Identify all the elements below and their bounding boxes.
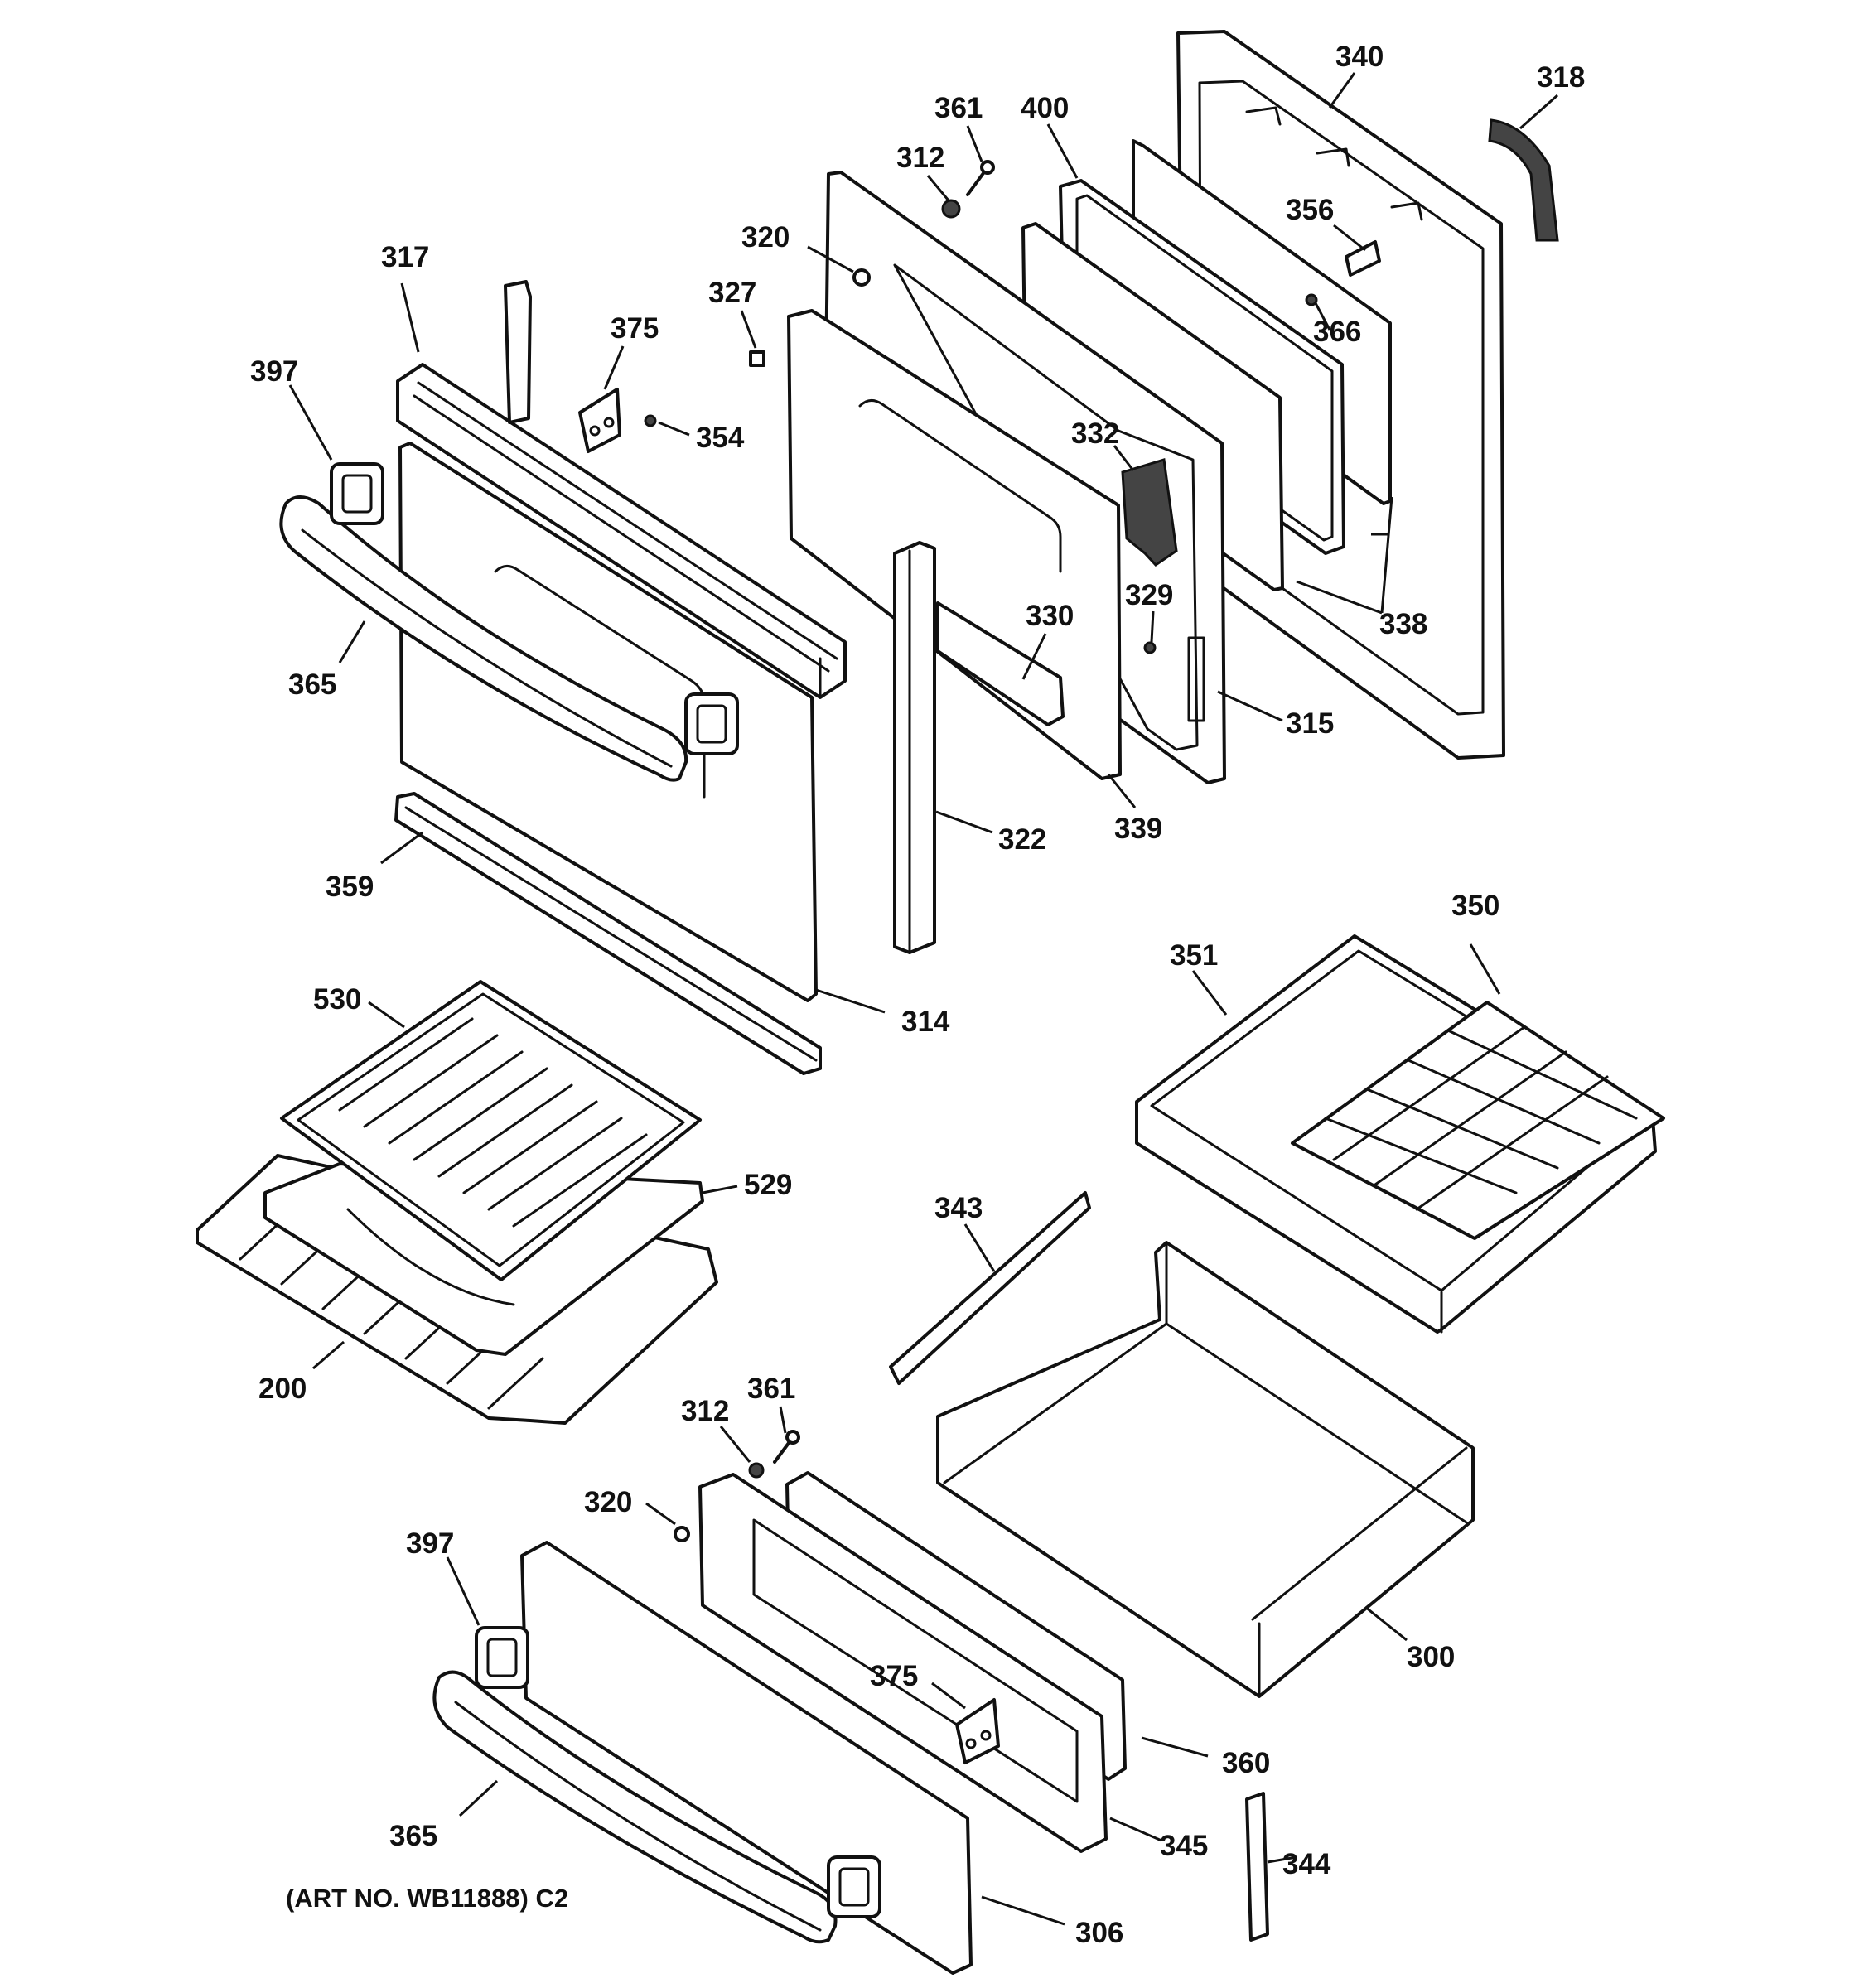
label-354: 354 bbox=[696, 422, 745, 454]
label-327: 327 bbox=[708, 277, 756, 309]
label-312: 312 bbox=[896, 142, 944, 174]
part-350-drawer-rack bbox=[1291, 1001, 1665, 1240]
part-318-gasket bbox=[1488, 118, 1559, 242]
label-375: 375 bbox=[611, 312, 659, 345]
label-360: 360 bbox=[1222, 1747, 1270, 1779]
label-332: 332 bbox=[1071, 417, 1119, 450]
label-315: 315 bbox=[1286, 707, 1334, 740]
part-366-screw bbox=[1305, 293, 1318, 306]
label-318: 318 bbox=[1537, 61, 1585, 94]
part-312-washer-upper bbox=[941, 199, 961, 219]
label-397: 397 bbox=[250, 355, 298, 388]
label-338: 338 bbox=[1379, 608, 1427, 640]
part-359-door-bottom-trim bbox=[394, 792, 822, 1075]
label-529: 529 bbox=[744, 1169, 792, 1201]
part-397-end-cap-upper-right bbox=[684, 692, 739, 755]
part-343-drawer-slide bbox=[889, 1191, 1091, 1385]
part-361-screw-upper bbox=[966, 160, 995, 196]
part-397-end-cap-lower-left bbox=[475, 1626, 529, 1689]
label-320-lower: 320 bbox=[584, 1486, 632, 1518]
label-361: 361 bbox=[934, 92, 983, 124]
label-361-lower: 361 bbox=[747, 1373, 795, 1405]
label-312-lower: 312 bbox=[681, 1395, 729, 1427]
part-397-end-cap-upper-left bbox=[330, 462, 384, 525]
part-322-door-channel bbox=[893, 541, 936, 954]
part-365-drawer-handle-lower bbox=[432, 1670, 838, 1944]
label-356: 356 bbox=[1286, 194, 1334, 226]
label-340: 340 bbox=[1335, 41, 1384, 73]
art-number: (ART NO. WB11888) C2 bbox=[286, 1884, 568, 1913]
part-317-side-strip bbox=[504, 280, 532, 424]
label-330: 330 bbox=[1026, 600, 1074, 632]
part-320-bushing-lower bbox=[674, 1526, 690, 1542]
part-300-drawer-body bbox=[936, 1241, 1475, 1698]
part-317-vent-trim bbox=[396, 363, 847, 699]
label-317: 317 bbox=[381, 241, 429, 273]
label-400: 400 bbox=[1021, 92, 1069, 124]
label-365-lower: 365 bbox=[389, 1820, 437, 1852]
part-356-hinge-clip bbox=[1345, 240, 1381, 277]
label-530: 530 bbox=[313, 983, 361, 1016]
part-329-screw bbox=[1143, 641, 1157, 654]
label-365: 365 bbox=[288, 668, 336, 701]
label-339: 339 bbox=[1114, 813, 1162, 845]
label-314: 314 bbox=[901, 1006, 950, 1038]
part-397-end-cap-lower-right bbox=[827, 1855, 881, 1918]
label-306: 306 bbox=[1075, 1917, 1123, 1949]
label-397-lower: 397 bbox=[406, 1527, 454, 1560]
label-322: 322 bbox=[998, 823, 1046, 856]
part-labels: 340 318 361 400 312 356 320 317 327 366 … bbox=[250, 41, 1585, 1949]
label-351: 351 bbox=[1170, 939, 1218, 972]
part-344-drawer-stop bbox=[1245, 1792, 1269, 1942]
label-375-lower: 375 bbox=[870, 1660, 918, 1692]
label-350: 350 bbox=[1451, 890, 1499, 922]
part-365-door-handle-upper bbox=[279, 495, 688, 782]
leader-lines bbox=[288, 72, 1558, 1926]
label-366: 366 bbox=[1313, 316, 1361, 348]
part-345-drawer-liner bbox=[698, 1473, 1108, 1853]
part-332-insulation-block bbox=[1121, 458, 1178, 567]
label-345: 345 bbox=[1160, 1830, 1208, 1862]
label-300: 300 bbox=[1407, 1641, 1455, 1673]
label-320: 320 bbox=[741, 221, 790, 253]
label-344: 344 bbox=[1282, 1848, 1331, 1880]
label-343: 343 bbox=[934, 1192, 983, 1224]
part-354-screw bbox=[644, 414, 657, 427]
label-359: 359 bbox=[326, 871, 374, 903]
label-329: 329 bbox=[1125, 579, 1173, 611]
part-375-hinge-bracket-upper bbox=[578, 388, 621, 453]
part-530-broiler-grid bbox=[280, 980, 702, 1281]
label-200: 200 bbox=[258, 1373, 307, 1405]
part-330-door-window bbox=[936, 601, 1065, 726]
part-320-bushing-upper bbox=[852, 268, 871, 287]
part-327-clip bbox=[749, 350, 765, 367]
part-361-screw-lower bbox=[773, 1430, 800, 1464]
part-375-hinge-bracket-lower bbox=[955, 1698, 1000, 1764]
part-312-washer-lower bbox=[748, 1462, 765, 1479]
